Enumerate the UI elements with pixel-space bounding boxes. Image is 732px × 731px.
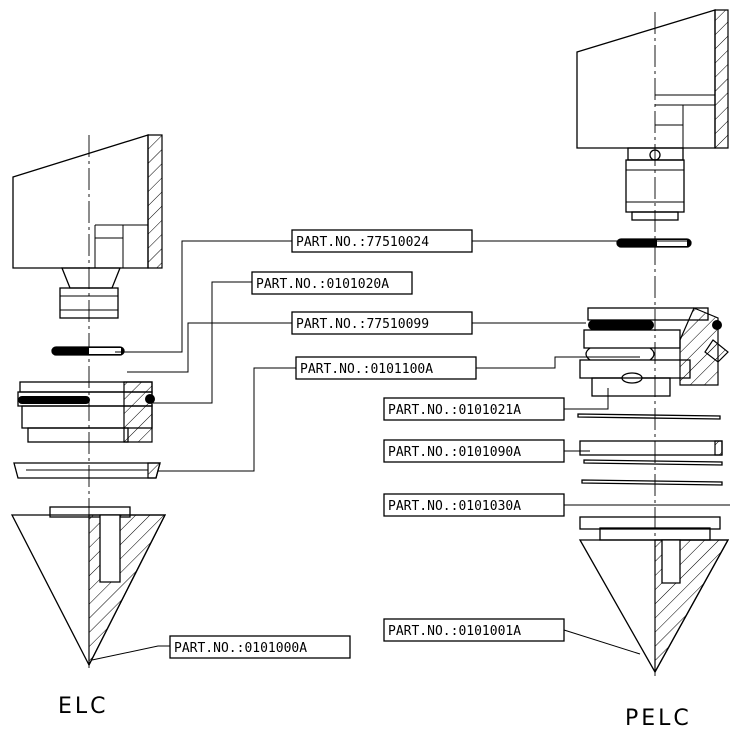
label-0101001A: PART.NO.:0101001A	[388, 624, 521, 639]
pelc-head-block	[576, 9, 729, 161]
elc-gasket	[13, 462, 161, 479]
label-0101030A: PART.NO.:0101030A	[388, 499, 521, 514]
pelc-plates	[577, 413, 723, 530]
pelc-retaining-body	[579, 307, 729, 397]
callout-77510024: PART.NO.:77510024	[115, 229, 688, 353]
pelc-oring-small	[616, 238, 692, 248]
elc-retaining-ring	[17, 381, 155, 443]
elc-cone-nozzle	[10, 506, 167, 667]
callout-77510099: PART.NO.:77510099	[127, 311, 586, 373]
callout-0101100A: PART.NO.:0101100A	[158, 356, 640, 472]
callout-0101000A: PART.NO.:0101000A	[91, 635, 351, 661]
label-0101020A: PART.NO.:0101020A	[256, 277, 389, 292]
pelc-cone-nozzle	[578, 527, 730, 674]
callout-0101001A: PART.NO.:0101001A	[383, 618, 641, 655]
label-0101100A: PART.NO.:0101100A	[300, 362, 433, 377]
callouts: PART.NO.:77510024 PART.NO.:0101020A PART…	[91, 229, 730, 661]
label-77510024: PART.NO.:77510024	[296, 235, 429, 250]
pelc-assembly: PELC	[576, 9, 730, 731]
label-0101021A: PART.NO.:0101021A	[388, 403, 521, 418]
callout-0101030A: PART.NO.:0101030A	[383, 493, 730, 517]
callout-0101020A: PART.NO.:0101020A	[153, 271, 413, 404]
callout-0101021A: PART.NO.:0101021A	[383, 388, 609, 421]
elc-assembly: ELC	[10, 134, 167, 719]
elc-title: ELC	[58, 694, 109, 719]
label-77510099: PART.NO.:77510099	[296, 317, 429, 332]
label-0101090A: PART.NO.:0101090A	[388, 445, 521, 460]
elc-oring-small	[51, 346, 125, 356]
pelc-stem	[625, 147, 685, 221]
label-0101000A: PART.NO.:0101000A	[174, 641, 307, 656]
elc-stem	[59, 267, 121, 319]
pelc-title: PELC	[625, 706, 692, 731]
callout-0101090A: PART.NO.:0101090A	[383, 439, 590, 463]
elc-head-block	[12, 134, 163, 269]
